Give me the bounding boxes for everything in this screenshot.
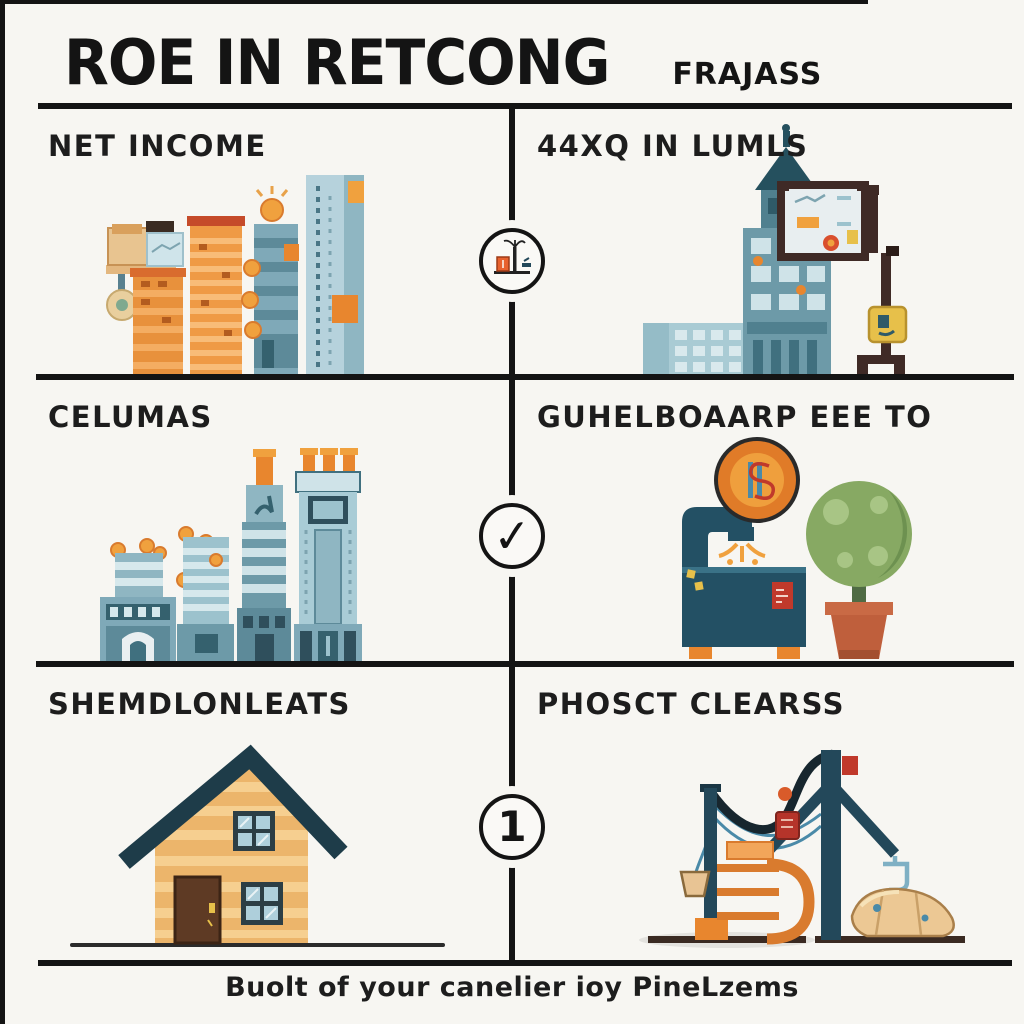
whiteboard-sign-icon — [777, 181, 869, 261]
cell-guhelboaarp-eee-to: GUHELBOAARP EEE TO — [515, 380, 1024, 661]
coin-badge-icon — [284, 244, 299, 261]
red-box-icon — [775, 811, 800, 840]
cell-label-44xq-in-lumls: 44XQ IN LUMLS — [537, 129, 809, 163]
divider-bottom — [38, 960, 1012, 966]
teal-tower-icon — [241, 186, 299, 374]
cell-shemdlonleats: SHEMDLONLEATS — [0, 667, 509, 960]
cell-label-net-income: NET INCOME — [48, 129, 267, 163]
coin-stack-tower-icon — [187, 216, 245, 374]
cell-label-celumas: CELUMAS — [48, 400, 213, 434]
building-medium-icon — [176, 526, 234, 661]
upper-window-icon — [233, 811, 275, 851]
lower-window-icon — [241, 882, 283, 925]
ground-line — [815, 936, 965, 943]
page-subtitle: FRAJASS — [672, 57, 823, 92]
page-title: ROE IN RETCONG — [64, 26, 610, 99]
ground-line — [70, 943, 445, 947]
basket-icon — [679, 870, 711, 898]
divider-row1 — [36, 374, 1014, 380]
cell-label-phosct-clearss: PHOSCT CLEARSS — [537, 687, 846, 721]
croissant-icon — [850, 887, 955, 938]
axis-node-number-one: 1 — [479, 794, 545, 860]
mini-lab-scene-icon — [494, 239, 531, 274]
coin-badge-icon — [332, 295, 358, 323]
coin-machine-illustration — [682, 437, 912, 659]
axis-node-checkmark: ✓ — [479, 503, 545, 569]
coin-icon — [243, 259, 261, 277]
building-small-icon — [100, 538, 176, 661]
cell-phosct-clearss: PHOSCT CLEARSS — [515, 667, 1024, 960]
coin-icon — [241, 291, 259, 309]
coin-badge-icon — [348, 181, 364, 203]
cell-label-shemdlonleats: SHEMDLONLEATS — [48, 687, 351, 721]
divider-row2 — [36, 661, 1014, 667]
coin-machine-icon — [682, 507, 806, 659]
orange-tower-icon — [130, 268, 186, 374]
left-border — [0, 0, 5, 1024]
coin-stack-towers-illustration — [106, 175, 364, 374]
footer-caption: Buolt of your canelier ioy PineLzems — [225, 972, 799, 1003]
divider-top — [38, 103, 1012, 109]
pulley-contraption-icon — [639, 749, 965, 948]
coin-icon — [244, 321, 262, 339]
cell-44xq-in-lumls: 44XQ IN LUMLS — [515, 109, 1024, 374]
cell-celumas: CELUMAS — [0, 380, 509, 661]
hook-icon — [883, 856, 910, 893]
domed-building-illustration — [643, 124, 908, 374]
coin-icon — [260, 198, 284, 222]
wooden-house-illustration — [70, 744, 445, 947]
sign-pole-icon — [857, 185, 908, 374]
building-tall-icon — [237, 449, 291, 661]
coin-splash-icon — [718, 542, 766, 565]
cable-contraption-illustration — [639, 749, 965, 948]
house-icon — [70, 744, 445, 947]
red-flag-icon — [842, 756, 858, 775]
potted-tree-icon — [806, 481, 912, 659]
top-border — [0, 0, 868, 4]
axis-node-mini-scene — [479, 228, 545, 294]
dollar-coin-icon — [714, 437, 800, 523]
checkmark-icon: ✓ — [490, 507, 534, 565]
light-tower-icon — [306, 175, 364, 374]
annex-building-icon — [643, 323, 747, 374]
number-one-icon: 1 — [497, 802, 527, 851]
cell-net-income: NET INCOME — [0, 109, 509, 374]
teal-buildings-illustration — [100, 448, 362, 661]
building-tallest-icon — [294, 448, 362, 661]
cell-label-guhelboaarp-eee-to: GUHELBOAARP EEE TO — [537, 400, 933, 434]
header: ROE IN RETCONG FRAJASS — [64, 26, 822, 99]
door-icon — [173, 875, 222, 945]
